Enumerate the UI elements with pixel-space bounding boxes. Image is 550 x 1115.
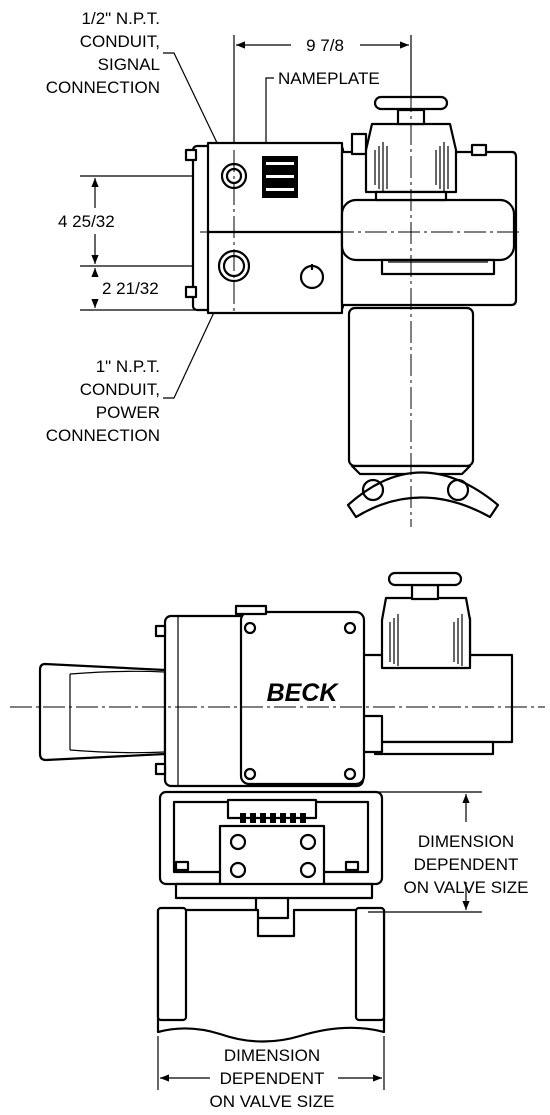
horizontal-valve-dimension: DIMENSION DEPENDENT ON VALVE SIZE <box>157 1036 385 1111</box>
lower-dimension-label: 2 21/32 <box>102 279 159 298</box>
power-conduit-line-4: CONNECTION <box>46 426 160 445</box>
vertical-valve-dimension: DIMENSION DEPENDENT ON VALVE SIZE <box>368 791 529 913</box>
brand-logo: BECK <box>267 679 340 707</box>
horizontal-dimension-line-1: DIMENSION <box>224 1046 320 1065</box>
vertical-dimension-line-2: DEPENDENT <box>414 855 519 874</box>
power-conduit-line-2: CONDUIT, <box>80 380 160 399</box>
height-dimensions: 4 25/32 2 21/32 <box>58 175 213 311</box>
horizontal-dimension-line-2: DEPENDENT <box>220 1069 325 1088</box>
actuator-side-body: BECK <box>10 571 545 1043</box>
nameplate-callout: NAMEPLATE <box>265 69 380 155</box>
coupling-teeth <box>240 813 306 823</box>
signal-conduit-line-1: 1/2" N.P.T. <box>82 9 160 28</box>
gear-ribs-right <box>435 142 449 192</box>
signal-conduit-line-3: SIGNAL <box>98 55 160 74</box>
upper-dimension-label: 4 25/32 <box>58 212 115 231</box>
power-conduit-line-1: 1" N.P.T. <box>96 357 160 376</box>
vertical-dimension-line-3: ON VALVE SIZE <box>403 878 528 897</box>
top-view: 9 7/8 1/2" N.P.T. CONDUIT, SIGNAL CONNEC… <box>46 9 520 527</box>
actuator-top-body <box>184 90 520 527</box>
width-dimension-label: 9 7/8 <box>306 36 344 55</box>
gear-ribs-left <box>374 142 388 192</box>
side-gear-ribs <box>389 614 463 666</box>
horizontal-dimension-line-3: ON VALVE SIZE <box>209 1092 334 1111</box>
power-conduit-line-3: POWER <box>96 403 160 422</box>
signal-conduit-line-2: CONDUIT, <box>80 32 160 51</box>
nameplate-label: NAMEPLATE <box>278 69 380 88</box>
power-conduit-callout: 1" N.P.T. CONDUIT, POWER CONNECTION <box>46 277 231 445</box>
side-view: BECK <box>10 571 545 1111</box>
signal-conduit-callout: 1/2" N.P.T. CONDUIT, SIGNAL CONNECTION <box>46 9 231 171</box>
width-dimension: 9 7/8 <box>233 35 412 150</box>
signal-conduit-line-4: CONNECTION <box>46 78 160 97</box>
vertical-dimension-line-1: DIMENSION <box>418 832 514 851</box>
